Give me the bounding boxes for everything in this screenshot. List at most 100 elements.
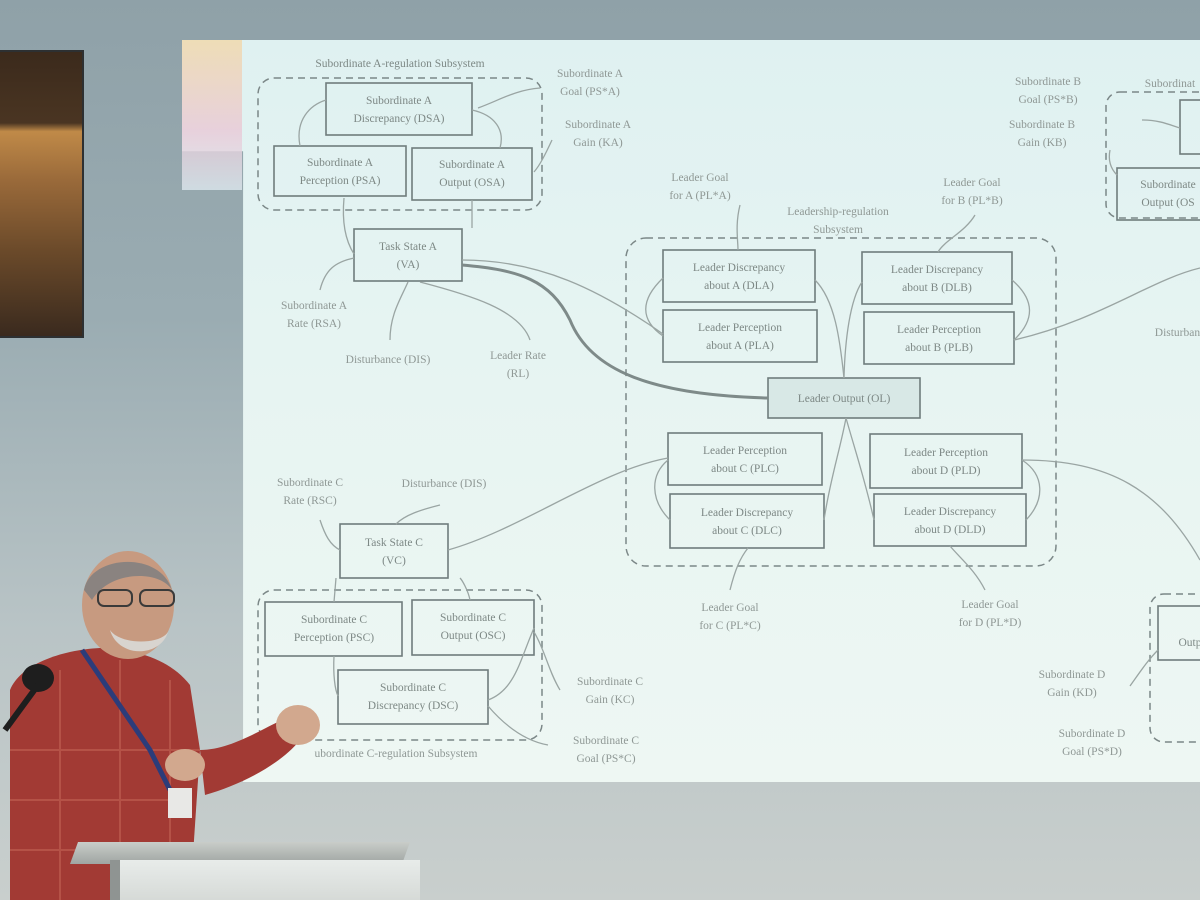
label: about D (DLD) [915,524,986,536]
label: Leader Discrepancy [891,264,984,276]
label: about B (PLB) [905,342,973,354]
arrow [845,417,875,521]
label: Subsystem [813,224,863,236]
label: Leader Perception [703,445,787,457]
label: about C (DLC) [712,525,782,537]
label: Discrepancy (DSC) [368,700,459,712]
arrow [654,459,671,521]
label: Subordinate A [439,159,506,171]
leader-discrepancy-b-box [861,251,1013,305]
projector-glare [182,40,242,190]
label: Goal (PS*C) [576,753,635,765]
label: Subordinate A [307,157,374,169]
speaker-beard [110,630,168,652]
label: Goal (PS*B) [1018,94,1077,106]
label: about A (DLA) [704,280,774,292]
label: Rate (RSA) [287,318,341,330]
sub-a-subsystem-title: Subordinate A-regulation Subsystem [315,58,484,70]
arrow [533,139,553,173]
microphone [22,664,54,692]
label: Task State C [365,537,423,549]
arrow [395,504,441,525]
label: Discrepancy (DSA) [353,113,444,125]
label: Gain (KD) [1047,687,1097,699]
sub-a-perception-box [273,145,407,197]
sub-a-discrepancy-box [325,82,473,136]
name-badge [168,788,192,818]
label: about A (PLA) [706,340,774,352]
label: Gain (KC) [586,694,635,706]
label: Subordinate A [565,119,632,131]
plaid-shirt [10,648,200,900]
arrow [1021,459,1200,561]
label: Subordinate C [577,676,643,688]
sub-c-discrepancy-box [337,669,489,725]
label: Subordinate D [1059,728,1126,740]
label: Subordinate C [277,477,343,489]
label: Subordinate C [440,612,506,624]
label: Leader Perception [904,447,988,459]
subordinate-c-subsystem-outline [257,589,543,741]
projection-screen [182,40,1200,782]
label: Output (OS [1141,197,1194,209]
label: Subordinate [1140,179,1196,191]
label: Subordinate C [573,735,639,747]
label: about D (PLD) [912,465,981,477]
label: Subordinate A [366,95,433,107]
label: about C (PLC) [711,463,779,475]
lanyard [79,648,173,792]
leader-output-box [767,377,921,419]
sub-b-discrepancy-box-partial [1179,99,1200,155]
arrow [645,277,664,337]
arrow [319,519,341,551]
leader-perception-a-box [662,309,818,363]
label: about B (DLB) [902,282,972,294]
speaker-hand [165,749,205,781]
arrow [1011,279,1031,341]
arrow [487,627,535,701]
label: Subordinate B [1009,119,1075,131]
label: for C (PL*C) [699,620,761,632]
label: Leader Goal [943,177,1000,189]
leader-perception-b-box [863,311,1015,365]
arrow [1129,649,1159,687]
arrow [843,281,863,379]
speaker-hand [276,705,320,745]
task-state-c-box [339,523,449,579]
leader-discrepancy-a-box [662,249,816,303]
label: Leader Rate [490,350,546,362]
leadership-subsystem-outline [625,237,1057,567]
sub-c-output-box [411,599,535,656]
sub-a-output-box [411,147,533,201]
arrow [447,457,669,551]
leadership-subsystem-title: Leadership-regulation [787,206,889,218]
label: Subordinate C [380,682,446,694]
arrow [333,577,337,603]
subordinate-a-subsystem-outline [257,77,543,211]
label: Leader Discrepancy [693,262,786,274]
label: Output (OSC) [441,630,506,642]
label: for D (PL*D) [959,617,1022,629]
arrow [459,577,471,601]
arrow [342,197,355,255]
lectern-front [110,860,420,900]
glasses [139,589,175,607]
label: Leader Discrepancy [904,506,997,518]
label: Leader Discrepancy [701,507,794,519]
subordinate-d-subsystem-outline [1149,593,1200,743]
arrow [533,631,561,691]
microphone-stand [2,683,41,732]
leader-discrepancy-c-box [669,493,825,549]
speaker-arm [200,720,300,795]
arrow [471,109,502,149]
label: Goal (PS*A) [560,86,620,98]
label: Task State A [379,241,438,253]
wall-photograph [0,52,82,336]
arrow [729,547,749,591]
label: Subordinate C [301,614,367,626]
sub-c-subsystem-title: ubordinate C-regulation Subsystem [315,748,478,760]
label: for B (PL*B) [941,195,1003,207]
arrow [937,214,976,253]
label: Subordinate D [1039,669,1106,681]
